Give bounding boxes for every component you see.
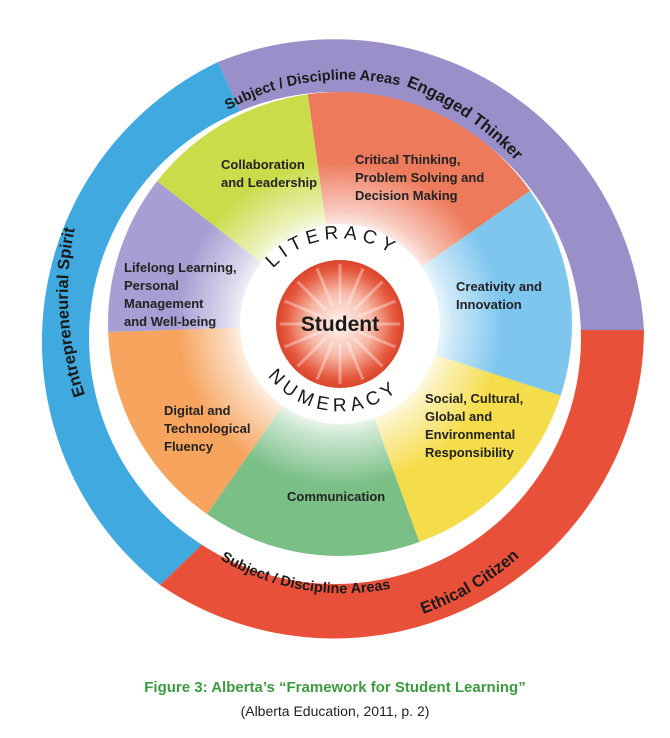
figure-caption-title: Figure 3: Alberta’s “Framework for Stude… [144,679,526,696]
student-label: Student [301,313,379,336]
core-ray [315,267,334,307]
student-core [276,260,404,388]
outer-ring-blue [41,62,244,585]
outer-ring-red [160,330,644,639]
core-rays [280,264,400,384]
segment-creativity [417,190,572,396]
core-ray [283,330,323,349]
core-ray [353,280,384,311]
core-ray [357,330,397,349]
segment-label-communication: Communication [287,489,385,504]
core-ray [283,299,323,318]
framework-diagram: Engaged Thinker Entrepreneurial Spirit E… [41,39,644,639]
segment-lifelong-learning [108,181,266,333]
segment-collaboration [157,94,327,266]
core-ray [315,341,334,381]
core-ray [296,337,327,368]
segment-communication [206,401,420,556]
core-ray [357,299,397,318]
outer-ring-purple [218,39,644,331]
core-ray [296,280,327,311]
core-ray [346,341,365,381]
core-ray [346,267,365,307]
core-ray [353,337,384,368]
outer-ring [41,39,644,639]
figure-caption-source: (Alberta Education, 2011, p. 2) [240,703,430,719]
